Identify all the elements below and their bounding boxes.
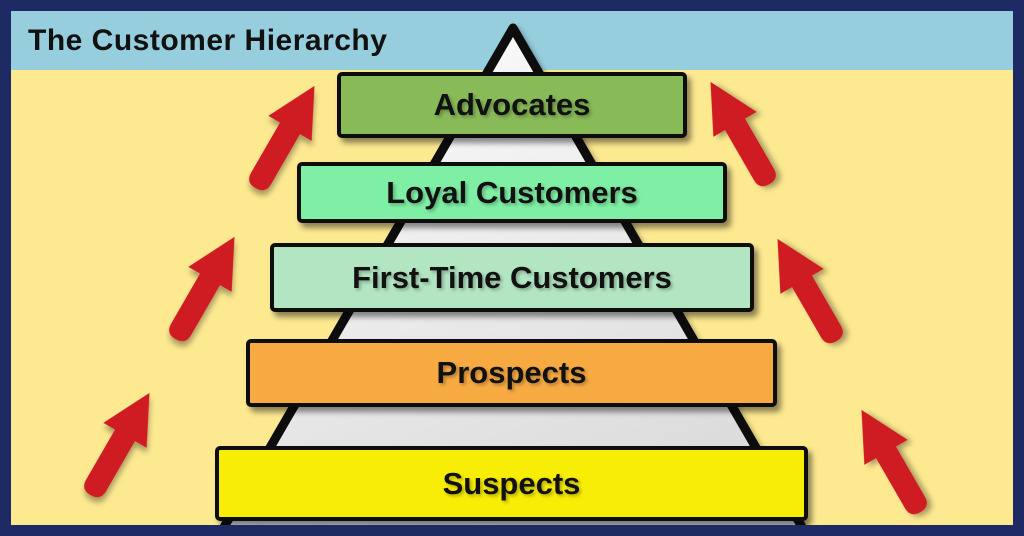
pyramid-level-prospects: Prospects (246, 339, 777, 407)
level-label: First-Time Customers (352, 259, 672, 295)
up-arrow-right-bottom (839, 397, 943, 525)
up-arrow-right-middle (755, 226, 859, 354)
pyramid-level-first-time-customers: First-Time Customers (270, 243, 754, 312)
pyramid-level-suspects: Suspects (215, 446, 808, 521)
up-arrow-left-middle (153, 224, 257, 352)
pyramid-level-advocates: Advocates (337, 72, 687, 138)
level-label: Loyal Customers (386, 174, 638, 210)
level-label: Prospects (436, 355, 587, 390)
level-label: Advocates (433, 87, 591, 122)
up-arrow-left-bottom (68, 380, 172, 508)
level-label: Suspects (442, 465, 581, 501)
pyramid-level-loyal-customers: Loyal Customers (297, 162, 727, 223)
diagram-title: The Customer Hierarchy (28, 23, 388, 57)
